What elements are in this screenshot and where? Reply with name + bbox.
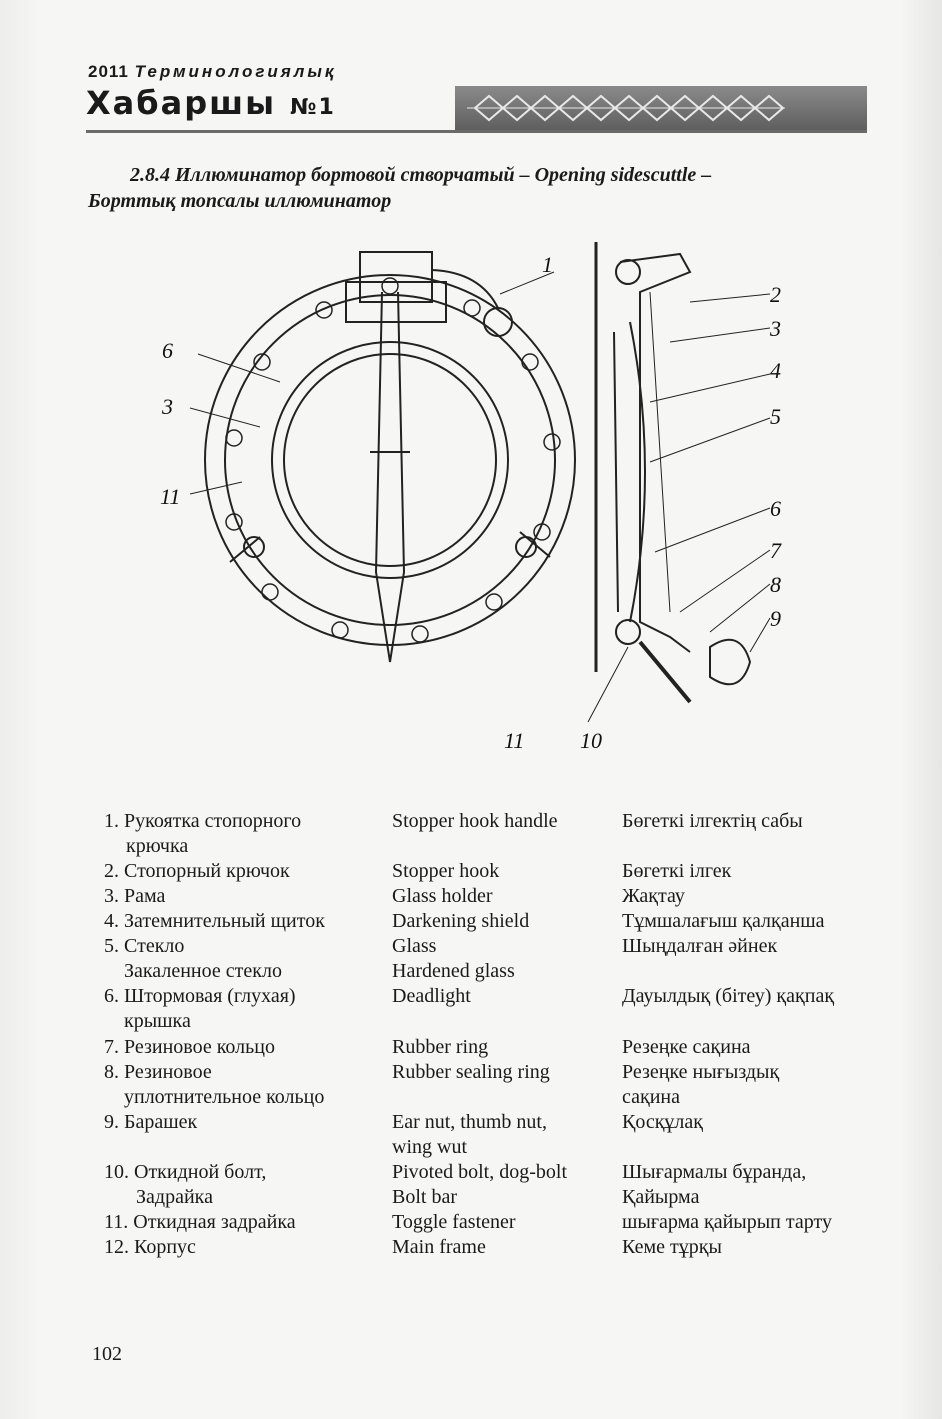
section-caption: 2.8.4 Иллюминатор бортовой створчатый – … [88, 162, 868, 214]
term-ru: Закаленное стекло [124, 960, 282, 982]
term-kk: Қосқұлақ [622, 1111, 704, 1133]
term-en: Glass holder [392, 885, 493, 907]
term-en: Stopper hook [392, 860, 500, 882]
term-kk: Шығармалы бұранда, [622, 1161, 807, 1183]
label-8: 8 [770, 572, 781, 597]
term-ru: 5. Стекло [104, 935, 185, 957]
label-4: 4 [770, 358, 781, 383]
term-row: 1. Рукоятка стопорного [104, 810, 302, 832]
label-11-left: 11 [160, 484, 180, 509]
outer-frame-ring [204, 274, 576, 646]
term-ru: крышка [124, 1010, 191, 1032]
header-rule [86, 130, 867, 133]
term-kk: Қайырма [622, 1186, 700, 1208]
ornament-pattern [467, 94, 785, 122]
page-number: 102 [92, 1343, 122, 1365]
term-kk: Тұмшалағыш қалқанша [622, 910, 825, 932]
label-2: 2 [770, 282, 781, 307]
caption-line-2: Борттық топсалы иллюминатор [88, 190, 392, 212]
issue-number: №1 [290, 95, 336, 120]
label-11: 11 [504, 728, 524, 753]
term-en: Rubber sealing ring [392, 1061, 550, 1083]
caption-line-1: 2.8.4 Иллюминатор бортовой створчатый – … [130, 164, 712, 186]
label-7: 7 [770, 538, 782, 563]
term-kk: Шыңдалған әйнек [622, 935, 778, 957]
term-en: Main frame [392, 1236, 486, 1258]
term-en: Glass [392, 935, 437, 957]
term-ru: уплотнительное кольцо [124, 1086, 325, 1108]
term-ru: 2. Стопорный крючок [104, 860, 290, 882]
term-kk: Дауылдық (бітеу) қақпақ [622, 985, 835, 1007]
term-en: Rubber ring [392, 1036, 489, 1058]
glass-opening [271, 341, 509, 579]
journal-year: 2011 Терминологиялық [88, 62, 337, 81]
term-en: wing wut [392, 1136, 467, 1158]
term-kk: сақина [622, 1086, 680, 1108]
term-en: Ear nut, thumb nut, [392, 1111, 547, 1133]
term-ru: 4. Затемнительный щиток [104, 910, 325, 932]
term-ru: 3. Рама [104, 885, 166, 907]
label-10: 10 [580, 728, 602, 753]
term-kk: Кеме тұрқы [622, 1236, 722, 1258]
term-ru: 6. Штормовая (глухая) [104, 985, 296, 1007]
term-en: Toggle fastener [392, 1211, 516, 1233]
frame-inner-ring [224, 294, 556, 626]
sidescuttle-drawing: 1 2 3 4 5 6 7 8 9 10 11 6 3 11 [160, 242, 782, 753]
term-ru: Задрайка [136, 1186, 213, 1208]
term-en: Stopper hook handle [392, 810, 558, 832]
term-ru: 11. Откидная задрайка [104, 1211, 296, 1233]
ornament-band [455, 86, 867, 130]
label-6: 6 [770, 496, 781, 521]
term-ru: 8. Резиновое [104, 1061, 212, 1083]
label-1: 1 [542, 252, 553, 277]
label-3-left: 3 [161, 394, 173, 419]
term-ru: крючка [126, 835, 189, 857]
term-kk: Резеңке сақина [622, 1036, 751, 1058]
term-en: Hardened glass [392, 960, 515, 982]
term-kk: Резеңке нығыздық [622, 1061, 780, 1083]
term-ru: 9. Барашек [104, 1111, 198, 1133]
term-kk: Жақтау [622, 885, 685, 907]
term-ru: 12. Корпус [104, 1236, 196, 1258]
term-kk: шығарма қайырып тарту [622, 1211, 832, 1233]
term-en: Darkening shield [392, 910, 530, 932]
label-9: 9 [770, 606, 781, 631]
term-en: Deadlight [392, 985, 471, 1007]
label-5: 5 [770, 404, 781, 429]
term-kk: Бөгеткі ілгек [622, 860, 732, 882]
term-ru: 7. Резиновое кольцо [104, 1036, 275, 1058]
term-ru: 10. Откидной болт, [104, 1161, 267, 1183]
journal-series: Терминологиялық [134, 62, 337, 81]
term-kk: Бөгеткі ілгектің сабы [622, 810, 803, 832]
label-6-left: 6 [162, 338, 173, 363]
label-3: 3 [769, 316, 781, 341]
term-en: Pivoted bolt, dog-bolt [392, 1161, 567, 1183]
term-en: Bolt bar [392, 1186, 457, 1208]
